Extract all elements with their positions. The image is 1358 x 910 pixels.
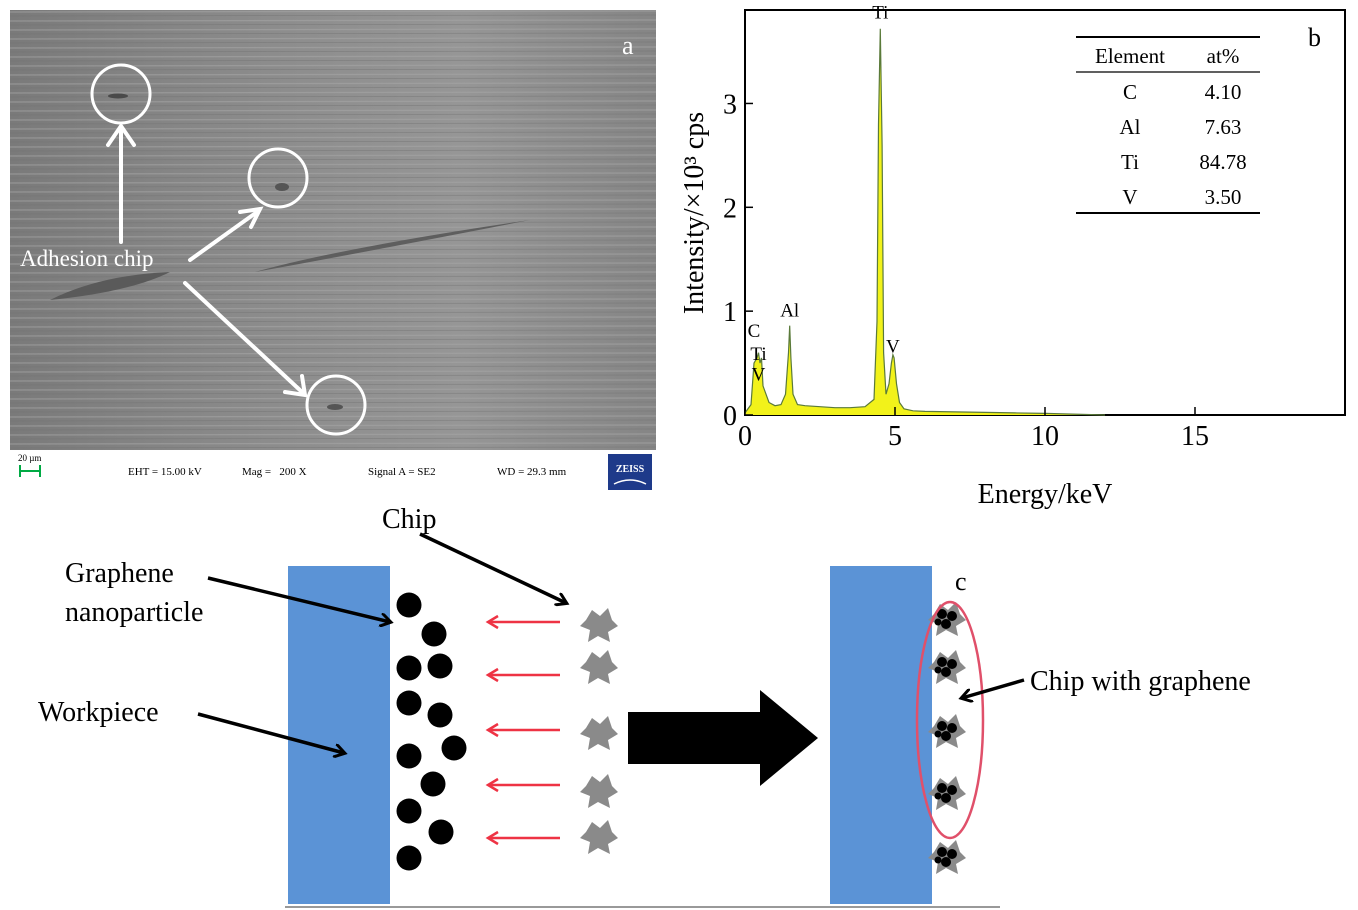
table-cell: Al bbox=[1120, 115, 1141, 139]
mag-value: Mag = 200 X bbox=[242, 466, 307, 478]
peak-label: V bbox=[886, 337, 900, 358]
panel-a-sem: Adhesion chip a 20 µm EHT = 15.00 kV Mag… bbox=[10, 10, 656, 492]
y-tick-label: 3 bbox=[723, 89, 737, 120]
table-cell: 3.50 bbox=[1205, 185, 1242, 209]
composition-table: Element at% C 4.10 Al 7.63 Ti 84.78 V 3.… bbox=[1076, 36, 1260, 214]
pointer-arrows bbox=[197, 532, 1025, 753]
table-cell: 7.63 bbox=[1205, 115, 1242, 139]
table-cell: C bbox=[1123, 80, 1137, 104]
peak-label: Ti bbox=[750, 344, 766, 365]
table-cell: V bbox=[1122, 185, 1137, 209]
x-tick-label: 0 bbox=[738, 421, 752, 452]
y-tick-label: 2 bbox=[723, 193, 737, 224]
y-tick-label: 0 bbox=[723, 401, 737, 432]
panel-b-letter: b bbox=[1308, 23, 1321, 52]
sem-image: Adhesion chip a 20 µm EHT = 15.00 kV Mag… bbox=[10, 10, 656, 492]
arrow-upright bbox=[188, 210, 259, 262]
x-tick-label: 15 bbox=[1181, 421, 1209, 452]
table-cell: 84.78 bbox=[1199, 150, 1246, 174]
table-cell: 4.10 bbox=[1205, 80, 1242, 104]
table-header-element: Element bbox=[1095, 44, 1165, 68]
chip-label: Chip bbox=[382, 504, 436, 535]
chip-with-graphene-label: Chip with graphene bbox=[1030, 666, 1251, 697]
graphene-label-1: Graphene bbox=[65, 558, 174, 589]
chips bbox=[580, 608, 618, 854]
graphene-nanoparticles bbox=[396, 592, 467, 871]
panel-a-letter: a bbox=[622, 31, 634, 60]
workpiece-label: Workpiece bbox=[38, 697, 159, 728]
adhesion-circle bbox=[305, 374, 367, 436]
adhesion-streak bbox=[255, 220, 530, 272]
peak-label: V bbox=[752, 365, 766, 386]
eht-value: EHT = 15.00 kV bbox=[128, 466, 202, 478]
schematic: Chip Graphene nanoparticle Workpiece Chi… bbox=[38, 504, 1251, 908]
workpiece-block bbox=[288, 566, 390, 904]
highlight-ellipse bbox=[915, 600, 985, 840]
workpiece-block-after bbox=[830, 566, 932, 904]
wd-value: WD = 29.3 mm bbox=[497, 466, 567, 478]
signal-value: Signal A = SE2 bbox=[368, 466, 436, 478]
graphene-label-2: nanoparticle bbox=[65, 597, 203, 628]
y-axis-label: Intensity/×10³ cps bbox=[679, 112, 710, 314]
panel-c-letter: c bbox=[955, 567, 967, 596]
scale-label: 20 µm bbox=[18, 453, 41, 463]
peak-label: Al bbox=[780, 300, 799, 321]
table-header-at: at% bbox=[1207, 44, 1240, 68]
peak-label: Ti bbox=[872, 2, 888, 23]
peak-label: C bbox=[748, 321, 761, 342]
x-axis-label: Energy/keV bbox=[978, 479, 1113, 510]
x-tick-label: 5 bbox=[888, 421, 902, 452]
adhesion-circle bbox=[247, 147, 309, 209]
red-arrows bbox=[485, 614, 560, 846]
panel-c-schematic: Chip Graphene nanoparticle Workpiece Chi… bbox=[0, 500, 1358, 910]
adhesion-chip-label: Adhesion chip bbox=[20, 246, 154, 271]
spectrum-line bbox=[744, 28, 1106, 416]
zeiss-logo-text: ZEISS bbox=[616, 464, 645, 475]
sem-status-bar bbox=[10, 450, 656, 492]
process-arrow bbox=[628, 690, 818, 786]
adhesion-streak bbox=[50, 272, 170, 300]
arrow-downright bbox=[183, 281, 304, 394]
scale-bar bbox=[19, 465, 41, 477]
table-cell: Ti bbox=[1121, 150, 1139, 174]
y-tick-label: 1 bbox=[723, 297, 737, 328]
x-tick-label: 10 bbox=[1031, 421, 1059, 452]
